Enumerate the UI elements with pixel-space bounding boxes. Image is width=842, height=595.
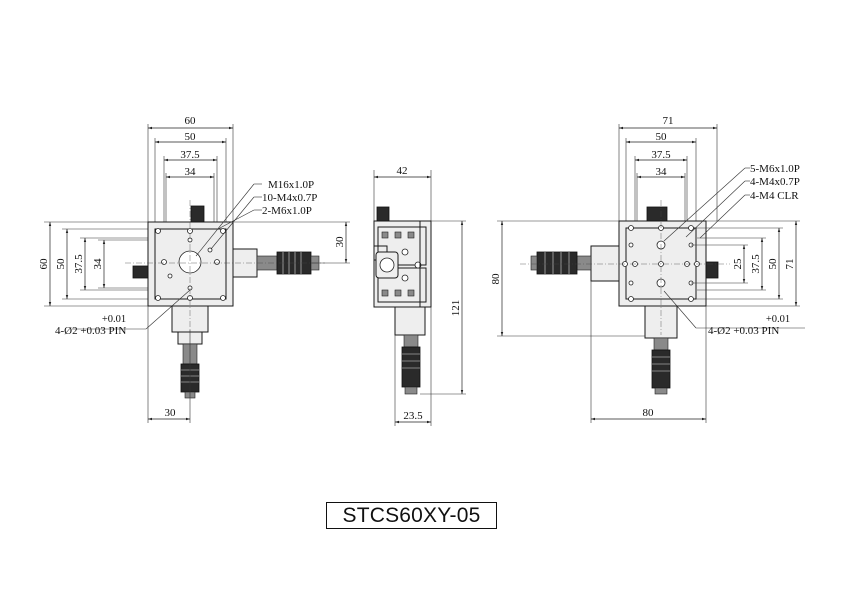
side-dim-right-121: 121	[450, 300, 462, 317]
rear-dim-right-37-5: 37.5	[750, 254, 762, 274]
rear-dim-right-71: 71	[784, 259, 796, 270]
rear-tolerance: +0.01	[766, 314, 790, 325]
front-dim-left-37-5: 37.5	[73, 254, 85, 274]
rear-callout-clr: 4-M4 CLR	[750, 190, 799, 202]
rear-dim-left-80: 80	[490, 273, 502, 285]
rear-view: 71 50 37.5 34	[490, 115, 805, 423]
front-dim-top-60: 60	[185, 115, 197, 127]
rear-dim-right-50: 50	[767, 258, 779, 270]
front-dim-right-30: 30	[334, 236, 346, 248]
side-dim-top-42: 42	[397, 165, 408, 177]
rear-callout-m6: 5-M6x1.0P	[750, 163, 800, 175]
front-dim-left-34: 34	[92, 258, 104, 270]
front-callout-m16: M16x1.0P	[268, 179, 314, 191]
front-dim-top-37-5: 37.5	[180, 149, 200, 161]
front-view: 60 50 37.5 34 60 50 37.5 34	[38, 115, 350, 423]
rear-dim-bottom-80: 80	[643, 407, 655, 419]
front-dim-top-50: 50	[185, 131, 197, 143]
front-tolerance: +0.01	[102, 314, 126, 325]
front-dim-bottom-30: 30	[165, 407, 177, 419]
side-view: 42 121 23.5	[373, 165, 466, 426]
rear-dim-top-37-5: 37.5	[651, 149, 671, 161]
side-dim-bottom-23-5: 23.5	[403, 410, 423, 422]
front-dim-left-60: 60	[38, 258, 50, 270]
rear-dim-top-71: 71	[663, 115, 674, 127]
front-callout-m4: 10-M4x0.7P	[262, 192, 317, 204]
rear-dim-top-34: 34	[656, 166, 668, 178]
front-pin-callout: 4-Ø2 +0.03 PIN	[55, 325, 126, 337]
rear-dim-top-50: 50	[656, 131, 668, 143]
front-dim-left-50: 50	[55, 258, 67, 270]
rear-callout-m4: 4-M4x0.7P	[750, 176, 800, 188]
front-callout-m6: 2-M6x1.0P	[262, 205, 312, 217]
front-dim-top-34: 34	[185, 166, 197, 178]
rear-pin-callout: 4-Ø2 +0.03 PIN	[708, 325, 779, 337]
rear-dim-right-25: 25	[732, 258, 744, 270]
model-title: STCS60XY-05	[326, 502, 497, 529]
